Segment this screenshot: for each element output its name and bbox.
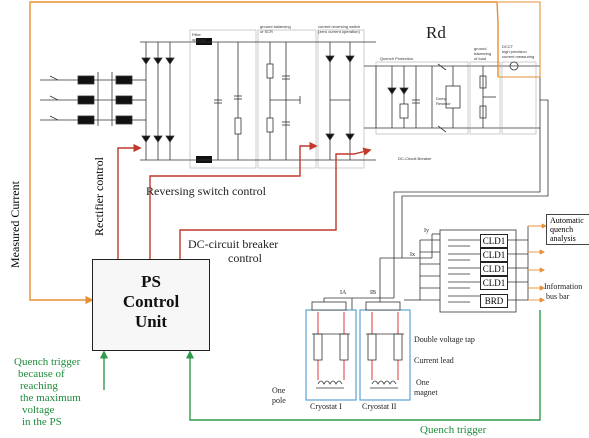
- cld-box-4: CLD1: [480, 276, 508, 290]
- one-magnet-label-2: magnet: [414, 388, 438, 397]
- one-pole-label-2: pole: [272, 396, 286, 405]
- signal-ix-label: Ix: [410, 252, 415, 258]
- gbl-label-3: of load: [474, 56, 487, 61]
- quench-trigger-ps-label-3: reaching: [20, 380, 58, 392]
- current-reversing-switch-label: current reversing switch (zero current o…: [318, 24, 360, 34]
- signal-iy-label: Iy: [424, 228, 429, 234]
- gbscr-label-2: of SCR: [260, 29, 273, 34]
- power-circuit: [40, 29, 541, 169]
- filter-label-2: optional: [192, 37, 207, 42]
- brd-box: BRD: [480, 294, 508, 308]
- dcct-label-3: current measuring: [502, 54, 535, 59]
- ps-control-unit: PS Control Unit: [92, 259, 210, 351]
- current-lead-label: Current lead: [414, 356, 454, 365]
- dcct-label: DCCT high precision current measuring: [502, 44, 534, 59]
- gbl-label-2: balancing: [474, 51, 492, 56]
- one-pole-label-1: One: [272, 386, 286, 395]
- filter-label-1: Filter: [192, 32, 201, 37]
- cld-box-2: CLD1: [480, 248, 508, 262]
- dc-breaker-control-label-2: control: [228, 251, 262, 265]
- ps-unit-text: Unit: [134, 312, 168, 331]
- quench-trigger-ps-label-2: because of: [18, 368, 65, 380]
- cryostat-1-label: Cryostat I: [310, 402, 342, 411]
- signal-ia-label: IA: [340, 290, 347, 296]
- aqa-line-2: quench: [550, 225, 574, 234]
- dump-resistor-label: Dump Resistor: [436, 96, 451, 106]
- cryostats: [305, 301, 411, 401]
- cryostat-2-label: Cryostat II: [362, 402, 397, 411]
- ps-title: PS: [141, 272, 161, 291]
- filter-optional-label: Filter optional: [192, 32, 206, 42]
- signal-ib-label: IB: [370, 290, 376, 296]
- quench-trigger-ps-label-1: Quench trigger: [14, 356, 81, 368]
- quench-protection-label: Quench Protection: [380, 56, 414, 61]
- dump-label-2: Resistor: [436, 101, 451, 106]
- gbl-label-1: ground: [474, 46, 487, 51]
- ground-balancing-load-label: ground balancing of load: [474, 46, 491, 61]
- gbscr-label-1: ground balancing: [260, 24, 291, 29]
- dc-circuit-breaker-label: DC-Circuit Breaker: [398, 156, 432, 161]
- dcct-label-2: high precision: [502, 49, 527, 54]
- one-magnet-label-1: One: [416, 378, 430, 387]
- double-voltage-tap-label: Double voltage tap: [414, 335, 475, 344]
- cld-box-1: CLD1: [480, 234, 508, 248]
- rd-label: Rd: [426, 23, 446, 42]
- ps-control-text: Control: [122, 292, 180, 311]
- automatic-quench-analysis-box: Automatic quench analysis: [546, 214, 589, 245]
- quench-trigger-ps-label-5: voltage: [22, 404, 55, 416]
- information-bus-bar-label-2: bus bar: [546, 292, 570, 301]
- quench-trigger-ps-label-6: in the PS: [22, 416, 62, 428]
- ground-balancing-scr-label: ground balancing of SCR: [260, 24, 291, 34]
- cld-box-3: CLD1: [480, 262, 508, 276]
- measured-current-label: Measured Current: [8, 181, 22, 268]
- information-bus-bar-label-1: Information: [544, 282, 583, 291]
- dcct-label-1: DCCT: [502, 44, 514, 49]
- rectifier-control-label: Rectifier control: [92, 157, 106, 236]
- aqa-line-1: Automatic: [550, 216, 584, 225]
- quench-trigger-ps-label-4: the maximum: [20, 392, 81, 404]
- crs-label-1: current reversing switch: [318, 24, 361, 29]
- dump-label-1: Dump: [436, 96, 447, 101]
- quench-trigger-bottom-label: Quench trigger: [420, 424, 487, 436]
- reversing-switch-control-label: Reversing switch control: [146, 184, 266, 198]
- dc-breaker-control-label-1: DC-circuit breaker: [188, 237, 279, 251]
- aqa-line-3: analysis: [550, 234, 576, 243]
- crs-label-2: (zero current operation): [318, 29, 360, 34]
